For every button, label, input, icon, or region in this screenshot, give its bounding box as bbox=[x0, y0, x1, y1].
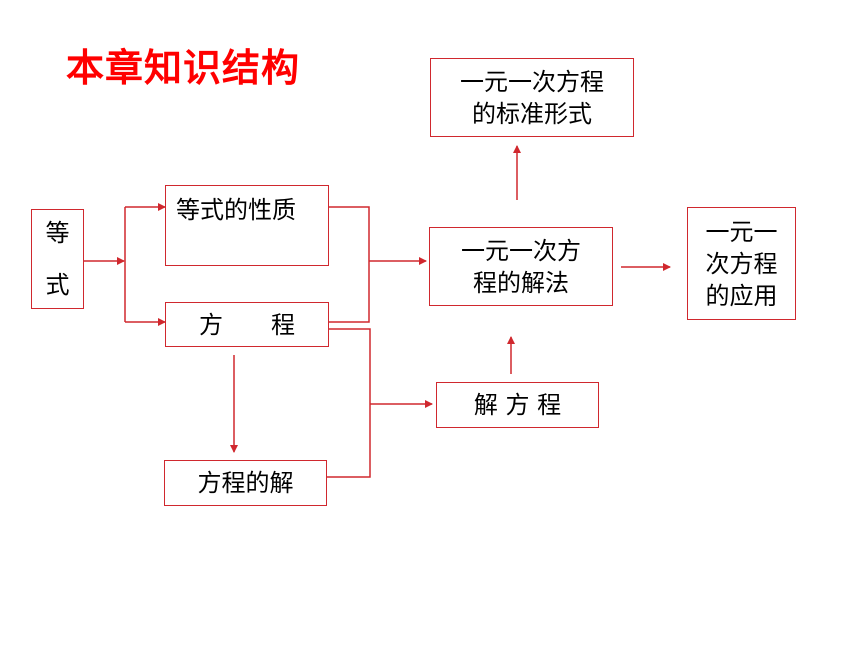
node-method-line-2: 程的解法 bbox=[473, 268, 569, 297]
node-solution-label: 方程的解 bbox=[197, 469, 294, 497]
node-method: 一元一次方 程的解法 bbox=[429, 227, 613, 306]
node-solution: 方程的解 bbox=[164, 460, 327, 506]
node-standard-line-1: 一元一次方程 bbox=[460, 67, 604, 96]
node-application-line-3: 的应用 bbox=[705, 281, 778, 310]
node-solving-label: 解 方 程 bbox=[473, 391, 562, 419]
solution-bracket bbox=[327, 328, 371, 478]
node-dengshi: 等 式 bbox=[31, 209, 84, 309]
node-method-line-1: 一元一次方 bbox=[461, 236, 581, 265]
node-standard-form: 一元一次方程 的标准形式 bbox=[430, 58, 634, 137]
node-property-label: 等式的性质 bbox=[176, 196, 296, 224]
node-equation: 方 程 bbox=[165, 302, 329, 347]
node-standard-line-2: 的标准形式 bbox=[472, 99, 592, 128]
node-property: 等式的性质 bbox=[165, 185, 329, 266]
node-equation-label: 方 程 bbox=[199, 310, 295, 339]
slide-title: 本章知识结构 bbox=[66, 46, 301, 90]
node-application: 一元一 次方程 的应用 bbox=[687, 207, 796, 320]
node-application-line-1: 一元一 bbox=[705, 217, 778, 246]
node-application-line-2: 次方程 bbox=[705, 249, 778, 278]
node-dengshi-char-1: 等 bbox=[45, 219, 70, 247]
node-dengshi-char-2: 式 bbox=[45, 271, 70, 299]
property-bracket bbox=[329, 206, 370, 323]
node-solving: 解 方 程 bbox=[436, 382, 599, 428]
